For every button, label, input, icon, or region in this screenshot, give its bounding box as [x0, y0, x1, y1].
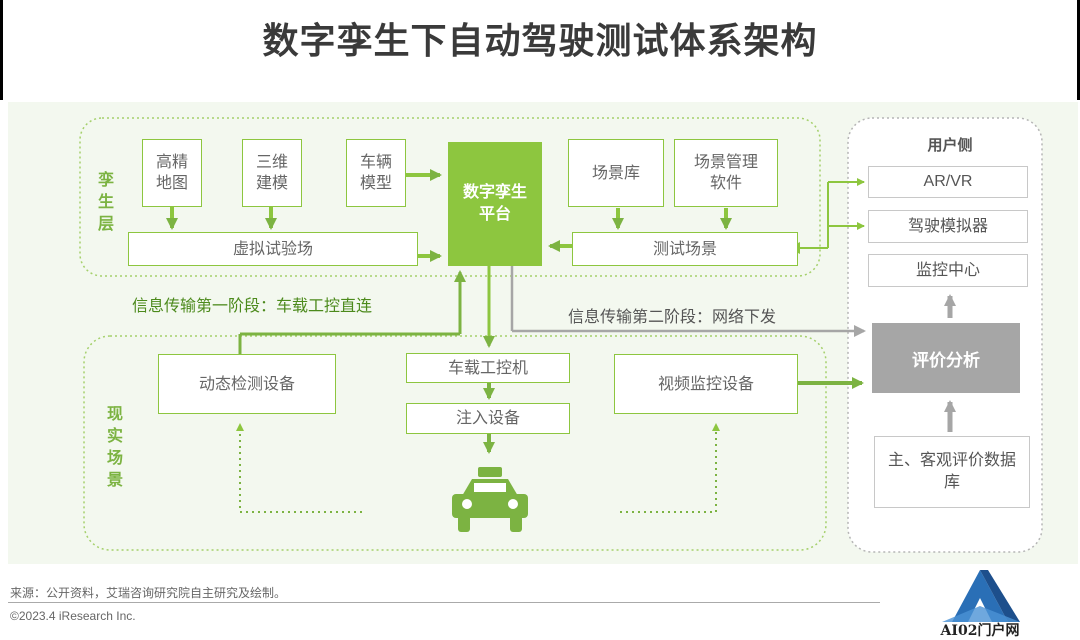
onboard-ipc-box: 车载工控机 [406, 353, 570, 383]
virtual-proving-ground-box: 虚拟试验场 [128, 232, 418, 266]
page-title: 数字孪生下自动驾驶测试体系架构 [262, 20, 818, 61]
ar-vr-box: AR/VR [868, 166, 1028, 198]
3d-modeling-box: 三维 建模 [242, 139, 302, 207]
footer-divider [8, 602, 880, 603]
left-edge-bar [0, 0, 3, 100]
stage1-caption: 信息传输第一阶段：车载工控直连 [132, 298, 373, 315]
twin-layer-label: 孪生层 [97, 172, 114, 233]
stage2-caption: 信息传输第二阶段：网络下发 [568, 309, 777, 326]
digital-twin-platform: 数字孪生 平台 [448, 142, 542, 266]
right-edge-bar [1077, 0, 1080, 100]
vehicle-model-box: 车辆 模型 [346, 139, 406, 207]
evaluation-database-box: 主、客观评价数据 库 [874, 436, 1030, 508]
source-note: 来源：公开资料，艾瑞咨询研究院自主研究及绘制。 [10, 586, 287, 600]
evaluation-analysis-box: 评价分析 [872, 323, 1020, 393]
dynamic-detection-device-box: 动态检测设备 [158, 354, 336, 414]
monitoring-center-box: 监控中心 [868, 254, 1028, 287]
real-scene-label: 现实场景 [106, 406, 123, 489]
video-monitoring-device-box: 视频监控设备 [614, 354, 798, 414]
hd-map-box: 高精 地图 [142, 139, 202, 207]
scene-library-box: 场景库 [568, 139, 664, 207]
injection-device-box: 注入设备 [406, 403, 570, 434]
test-scene-box: 测试场景 [572, 232, 798, 266]
watermark-logo-icon [942, 570, 1020, 622]
user-side-label: 用户侧 [927, 137, 973, 154]
scene-management-software-box: 场景管理 软件 [674, 139, 778, 207]
watermark-text: AI02门户网 [940, 623, 1020, 639]
car-icon [452, 467, 528, 532]
copyright-note: ©2023.4 iResearch Inc. [10, 609, 136, 623]
driving-simulator-box: 驾驶模拟器 [868, 210, 1028, 243]
